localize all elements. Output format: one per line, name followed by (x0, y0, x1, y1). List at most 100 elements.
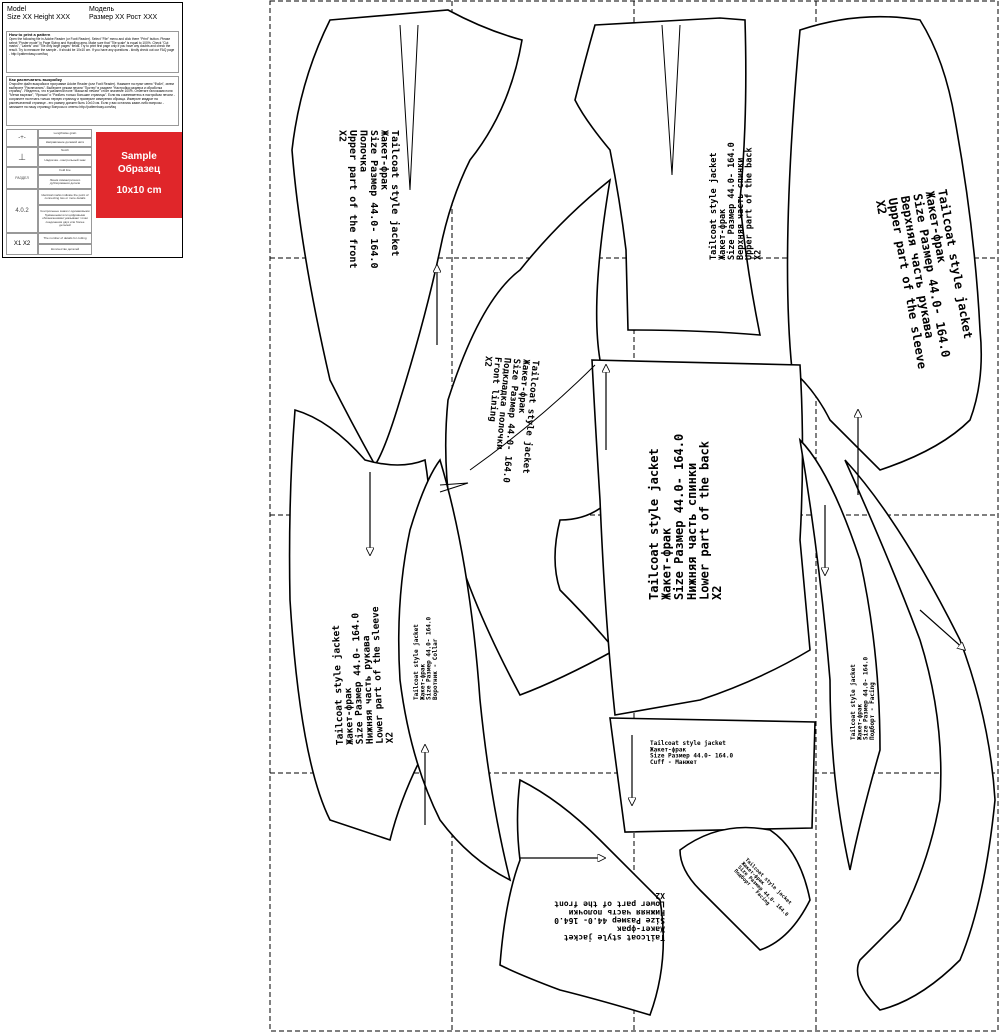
piece-label-line: X2 (754, 250, 764, 260)
instructions-text: Open the following file in Adobe Reader … (9, 36, 175, 56)
piece-label-line: Size Размер 44.0- 164.0 (672, 434, 686, 600)
fold-symbol-icon: РАЗДЕЛ (6, 167, 38, 189)
piece-upper-back (574, 17, 761, 336)
size-label-ru: Размер XX Рост XXX (89, 14, 158, 21)
piece-label-line: Полочка (358, 130, 369, 172)
piece-upper-sleeve (786, 15, 983, 471)
piece-label-line: Tailcoat style jacket (389, 130, 401, 256)
sample-size: 10x10 cm (116, 185, 162, 196)
grain-arrows (370, 265, 965, 858)
piece-label: Tailcoat style jacketЖакет-фракSize Разм… (337, 130, 402, 268)
count-text: The number of details for cutting (38, 233, 92, 244)
piece-label-line: Upper part of the back (745, 147, 755, 260)
piece-facing-small (679, 826, 811, 951)
size-label: Size XX Height XXX (7, 14, 71, 21)
piece-label-line: Жакет-фрак (379, 130, 391, 190)
piece-label: Tailcoat style jacketЖакет-фракSize Разм… (413, 617, 439, 700)
piece-label-line: X2 (337, 130, 348, 142)
piece-label: Tailcoat style jacketЖакет-фракSize Разм… (708, 142, 764, 260)
piece-lower-front (499, 778, 665, 1016)
piece-label-line: X2 (710, 586, 724, 600)
count-text-ru: Количество деталей (38, 244, 92, 255)
piece-label-line: Tailcoat style jacket (331, 625, 346, 745)
dart-lines (399, 24, 681, 493)
piece-lower-back (591, 359, 811, 716)
piece-label-line: X2 (655, 891, 665, 900)
piece-label-line: Нижняя часть полочки (568, 908, 665, 917)
model-label: Model (7, 6, 27, 13)
notch-symbol-icon: ⊥ (6, 147, 38, 167)
piece-label-line: Воротник - Collar (432, 638, 439, 700)
sample-en: Sample (121, 151, 157, 162)
piece-label-line: Size Размер 44.0- 164.0 (554, 916, 665, 926)
piece-label-line: Size Размер 44.0- 164.0 (650, 753, 733, 760)
piece-label-line: Tailcoat style jacket (647, 448, 661, 600)
piece-label-line: X2 (482, 356, 493, 368)
fold-text: Fold line (38, 167, 92, 175)
piece-label-line: Tailcoat style jacket (708, 153, 719, 260)
piece-label-line: Size Размер 44.0- 164.0 (726, 142, 737, 260)
sample-square: Sample Образец 10x10 cm (96, 132, 182, 218)
model-label-ru: Модель (89, 6, 115, 13)
piece-label: Tailcoat style jacketЖакет-фракSize Разм… (647, 434, 724, 600)
piece-label-line: Верхняя часть спинки (736, 158, 746, 260)
print-instructions-en: How to print a pattern Open the followin… (6, 31, 179, 73)
piece-label: Tailcoat style jacketЖакет-фракSize Разм… (850, 657, 876, 740)
piece-facing-long-2 (844, 459, 996, 1011)
instructions-title: How to print a pattern (9, 32, 51, 37)
print-instructions-ru: Как распечатать выкройку Откройте файл в… (6, 76, 179, 126)
piece-front-lining (444, 178, 617, 696)
fold-text-ru: Линия симметричного дублирования детали (38, 175, 92, 189)
piece-label-line: Upper part of the front (347, 130, 358, 268)
piece-label-line: Подборт - Facing (869, 682, 876, 740)
piece-label-line: Жакет-фрак (516, 359, 531, 414)
pattern-legend: Model Size XX Height XXX Модель Размер X… (2, 2, 183, 258)
piece-label-line: Жакет-фрак (419, 663, 426, 700)
piece-label-line: Нижняя часть рукава (361, 635, 376, 744)
grain-text-ru: Направление долевой нити (38, 138, 92, 147)
piece-collar (397, 458, 512, 882)
piece-label-line: Size Размер 44.0- 164.0 (426, 617, 433, 700)
piece-label-line: Жакет-фрак (650, 746, 687, 753)
grain-text: Lengthwise grain (38, 129, 92, 138)
instructions-title-ru: Как распечатать выкройку (9, 77, 62, 82)
piece-label-line: Жакет-фрак (617, 925, 665, 934)
piece-label-line: Lower part of the back (697, 440, 711, 600)
piece-label-line: Size Размер 44.0- 164.0 (368, 130, 380, 268)
piece-label-line: Нижняя часть спинки (685, 463, 699, 600)
piece-label-line: Size Размер 44.0- 164.0 (863, 657, 870, 740)
piece-cuff (609, 717, 816, 833)
notch-text-ru: Надсечка - контрольный знак (38, 155, 92, 167)
marks-symbol-icon: 4.0.2 (6, 189, 38, 233)
model-info-en: Model Size XX Height XXX (7, 6, 70, 22)
count-symbol-icon: X1 X2 (6, 233, 38, 255)
piece-label-line: Жакет-фрак (718, 209, 728, 260)
piece-label-line: Size Размер 44.0- 164.0 (350, 612, 366, 744)
instructions-text-ru: Откройте файл выкройки в программе Adobe… (9, 81, 175, 109)
marks-text-ru: Контрольные знаки с одинаковыми буквенны… (38, 205, 92, 233)
marks-text: Identical marks indicate the point of co… (38, 189, 92, 205)
piece-label-line: Жакет-фрак (343, 687, 356, 745)
grain-symbol-icon: -+- (6, 129, 38, 147)
piece-label-line: Cuff - Манжет (650, 759, 697, 766)
piece-label-line: Lower part of the front (554, 899, 665, 908)
pattern-pieces (288, 9, 996, 1016)
piece-label-line: X2 (384, 732, 395, 744)
sample-ru: Образец (117, 164, 161, 175)
piece-label-line: Tailcoat style jacket (564, 933, 665, 943)
piece-label-line: Lower part of the sleeve (370, 606, 386, 744)
notch-text: Notch (38, 147, 92, 155)
piece-label-line: Жакет-фрак (660, 527, 674, 600)
piece-label-line: Tailcoat style jacket (413, 624, 420, 700)
piece-label: Tailcoat style jacketЖакет-фракSize Разм… (330, 606, 396, 746)
piece-facing-long-1 (798, 437, 881, 871)
piece-label-line: Жакет-фрак (856, 703, 863, 740)
piece-label-line: Tailcoat style jacket (850, 664, 857, 740)
piece-label-line: Tailcoat style jacket (650, 740, 726, 747)
model-info-ru: Модель Размер XX Рост XXX (89, 6, 157, 22)
piece-label-line: X2 (873, 199, 889, 216)
piece-label: Tailcoat style jacketЖакет-фракSize Разм… (554, 891, 665, 943)
piece-upper-front (291, 9, 523, 467)
